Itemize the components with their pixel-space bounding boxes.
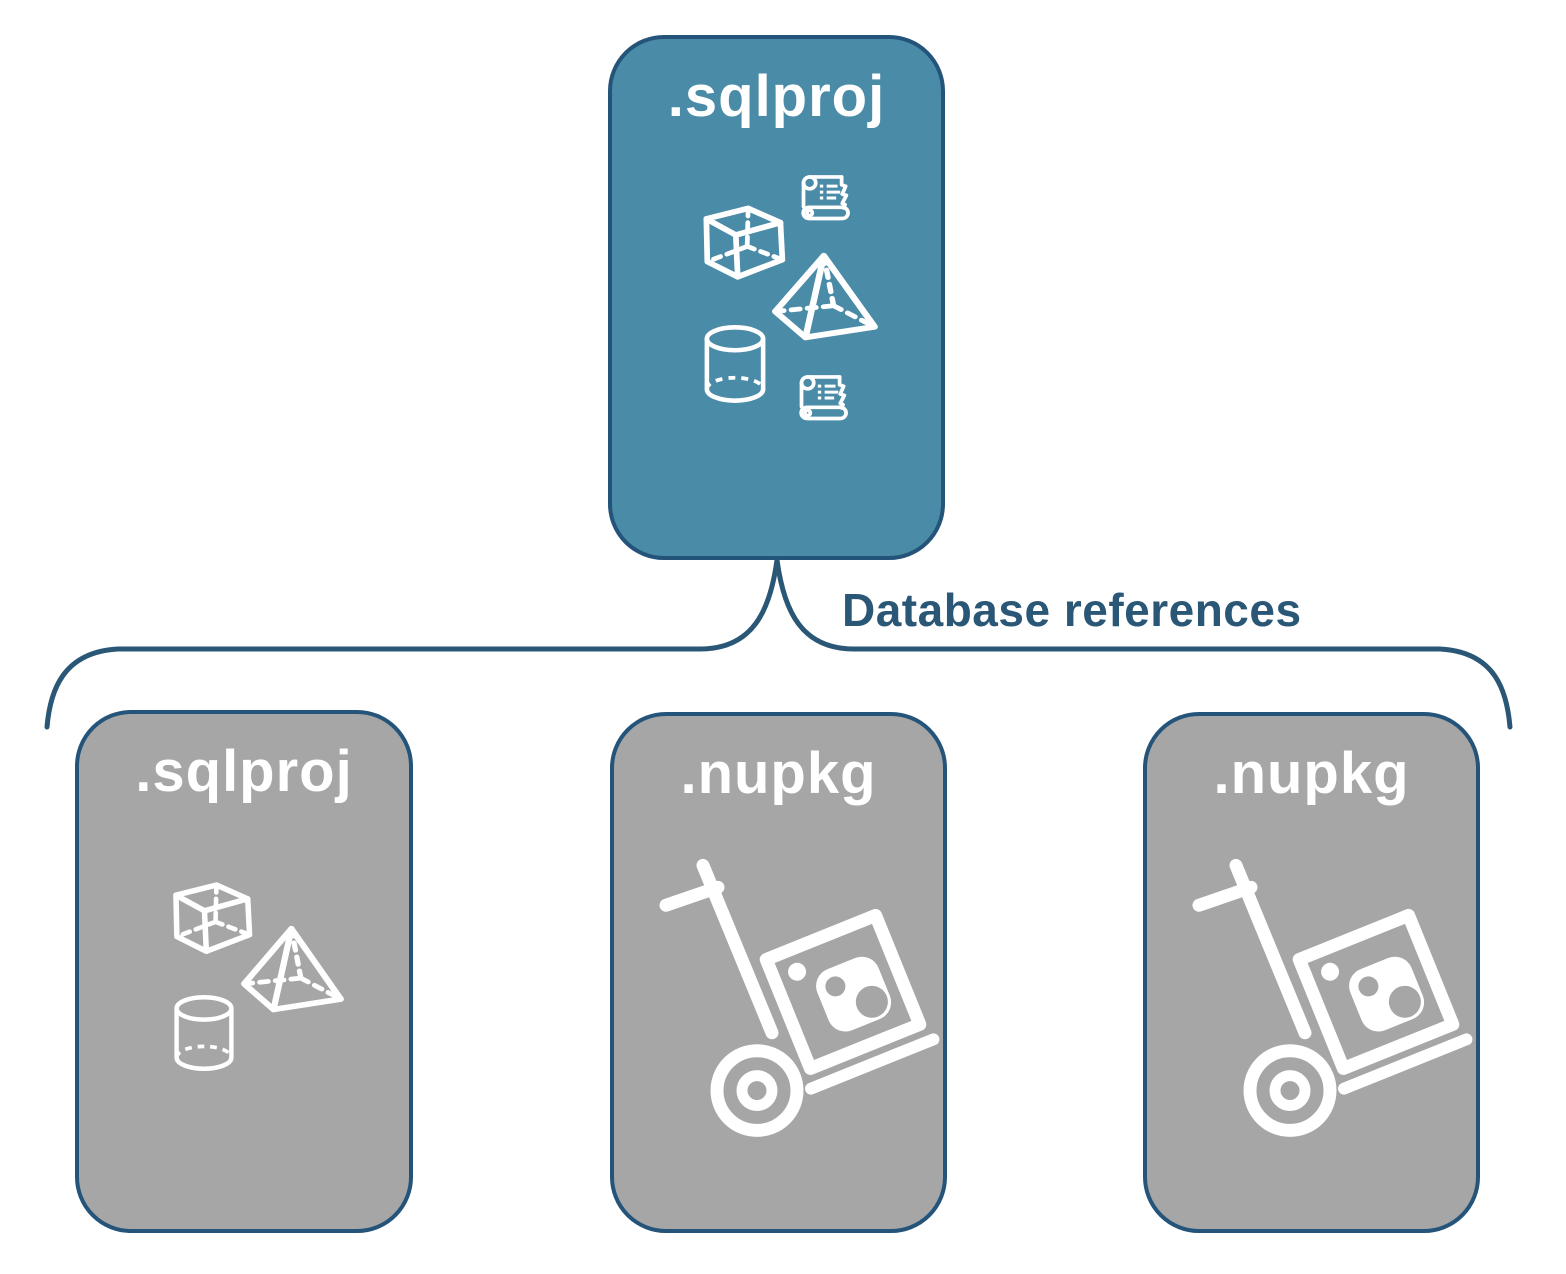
card-title: .nupkg bbox=[1213, 741, 1410, 806]
card-title: .sqlproj bbox=[667, 64, 886, 129]
pyramid-icon bbox=[772, 251, 880, 347]
script-scroll-icon bbox=[794, 169, 862, 235]
script-scroll-icon bbox=[792, 369, 860, 435]
cylinder-icon bbox=[167, 992, 241, 1074]
sqlproj-child-card: .sqlproj bbox=[75, 710, 413, 1233]
nupkg-card-1: .nupkg bbox=[610, 712, 947, 1233]
nuget-dolly-icon bbox=[1147, 716, 1484, 1237]
database-references-label: Database references bbox=[842, 584, 1302, 636]
nuget-dolly-icon bbox=[614, 716, 951, 1237]
card-title: .nupkg bbox=[680, 741, 877, 806]
card-title: .sqlproj bbox=[135, 739, 353, 804]
pyramid-icon bbox=[241, 924, 346, 1019]
nupkg-card-2: .nupkg bbox=[1143, 712, 1480, 1233]
sqlproj-parent-card: .sqlproj bbox=[608, 35, 945, 560]
cylinder-icon bbox=[697, 322, 773, 406]
